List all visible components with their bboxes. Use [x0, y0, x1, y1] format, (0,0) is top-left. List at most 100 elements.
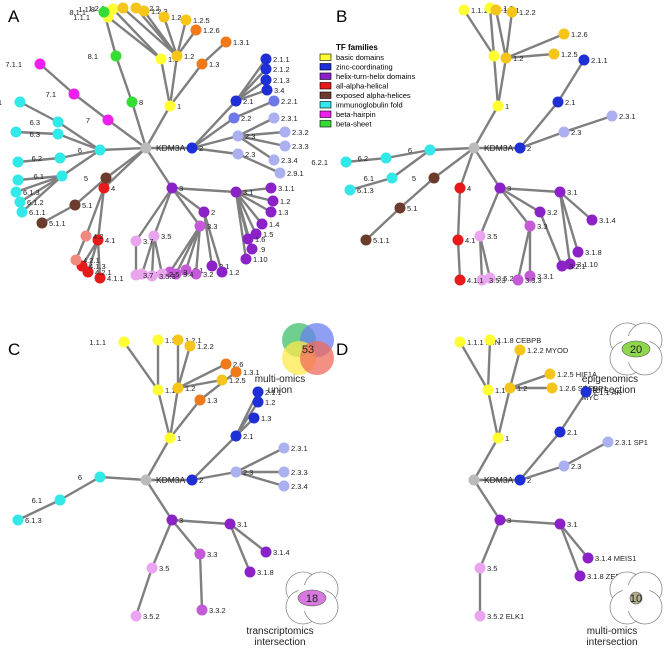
- tf-node-label: 1.2.5: [193, 16, 210, 25]
- tf-node: [558, 460, 570, 472]
- tf-node: [107, 3, 119, 15]
- tree-edge: [488, 7, 496, 57]
- tf-node: [256, 218, 268, 230]
- tf-node: [454, 274, 466, 286]
- tf-node-label: 3.3: [537, 222, 547, 231]
- tf-node-label: 1: [177, 434, 181, 443]
- tf-node: [279, 126, 291, 138]
- tree-edge: [235, 190, 272, 214]
- tf-node-label: 1.2.3: [151, 7, 168, 16]
- tf-node-label: 3.1.4: [273, 548, 290, 557]
- tree-edge: [229, 523, 267, 553]
- tree-edge: [176, 345, 192, 389]
- tf-node: [54, 152, 66, 164]
- tf-node: [206, 260, 218, 272]
- tf-node: [94, 272, 106, 284]
- tf-node: [186, 142, 198, 154]
- tree-edge: [559, 523, 589, 559]
- tf-node: [252, 396, 264, 408]
- tree-edge: [505, 32, 565, 60]
- tf-node: [98, 182, 110, 194]
- panel-caption: multi-omics: [255, 374, 306, 385]
- tree-edge: [499, 186, 541, 214]
- tf-node: [556, 260, 568, 272]
- tree-edge: [177, 378, 223, 390]
- tf-node-label: MYC: [582, 393, 599, 402]
- tree-edge: [191, 435, 237, 481]
- tf-node: [34, 58, 46, 70]
- tree-edge: [84, 187, 106, 237]
- tf-node: [558, 28, 570, 40]
- tf-node: [514, 344, 526, 356]
- tf-node: [12, 156, 24, 168]
- tf-node: [94, 471, 106, 483]
- tf-node-label: 2.3.2: [292, 128, 309, 137]
- tf-node-label: 1.3.1: [233, 38, 250, 47]
- tree-edge: [59, 475, 101, 502]
- tf-node-label: 1.2.5: [229, 376, 246, 385]
- tf-node-label: 2: [527, 476, 531, 485]
- tf-node: [230, 466, 242, 478]
- tf-node-label: 1.2: [185, 384, 195, 393]
- tree-edge: [516, 225, 532, 281]
- tf-node: [194, 394, 206, 406]
- tf-node: [156, 268, 168, 280]
- tf-node-label: 1.1.8: [78, 5, 95, 14]
- tree-edge: [156, 389, 172, 439]
- tf-node: [10, 186, 22, 198]
- tf-node-label: 2: [199, 144, 203, 153]
- tf-node-label: 5.1: [82, 201, 92, 210]
- tf-node-label: 1.3.1: [243, 368, 260, 377]
- tf-node-label: 2: [211, 208, 215, 217]
- legend-label: all-alpha-helical: [336, 82, 388, 91]
- tf-node: [230, 186, 242, 198]
- tf-node: [12, 514, 24, 526]
- tree-edge: [191, 100, 237, 149]
- tree-edge: [233, 99, 275, 120]
- tf-node: [474, 562, 486, 574]
- legend-label: helix-turn-helix domains: [336, 72, 415, 81]
- tree-edge: [391, 149, 431, 179]
- tf-node: [558, 126, 570, 138]
- tf-node-label: 2.1: [567, 428, 577, 437]
- tf-node: [148, 230, 160, 242]
- tf-node: [184, 340, 196, 352]
- tf-node-label: 1.6: [255, 235, 265, 244]
- tree-edge: [472, 479, 502, 521]
- tree-edge: [171, 186, 237, 194]
- tf-node-label: 6: [78, 473, 82, 482]
- tf-node: [512, 274, 524, 286]
- tree-edge: [144, 147, 174, 189]
- tf-node-label: 4: [467, 184, 471, 193]
- tf-node: [260, 63, 272, 75]
- tf-node-label: 3.1: [237, 520, 247, 529]
- tf-node-label: 2.3: [243, 468, 253, 477]
- tf-node-label: 3.1.4 MEIS1: [595, 554, 636, 563]
- tf-node: [260, 74, 272, 86]
- tree-edge: [345, 156, 387, 164]
- tree-edge: [144, 437, 172, 481]
- tf-node-label: 2.2.1: [281, 97, 298, 106]
- tree-edge: [99, 475, 147, 482]
- tf-node-label: 1.1: [495, 386, 505, 395]
- tf-node-label: 3.4: [183, 270, 193, 279]
- legend-swatch: [319, 82, 332, 90]
- tf-node: [548, 48, 560, 60]
- tf-node-label: 3.5.2: [143, 612, 160, 621]
- tf-node-label: 1.1.1: [471, 6, 488, 15]
- tree-edge: [15, 174, 63, 194]
- tree-edge: [171, 519, 201, 555]
- tree-edge: [365, 207, 401, 241]
- tree-edge: [168, 55, 179, 107]
- tf-node-label: 1.2.5 HIF1A: [557, 370, 597, 379]
- tf-node-label: 1.5: [263, 230, 273, 239]
- tf-node-label: 1.1.8: [497, 4, 514, 13]
- tf-node: [180, 14, 192, 26]
- tf-node-label: 1.3: [278, 208, 288, 217]
- tree-edge: [152, 235, 164, 275]
- tf-node-label: 4.1: [465, 236, 475, 245]
- tf-node-label: 1.10: [253, 255, 268, 264]
- tree-edge: [429, 146, 475, 152]
- tf-node: [554, 186, 566, 198]
